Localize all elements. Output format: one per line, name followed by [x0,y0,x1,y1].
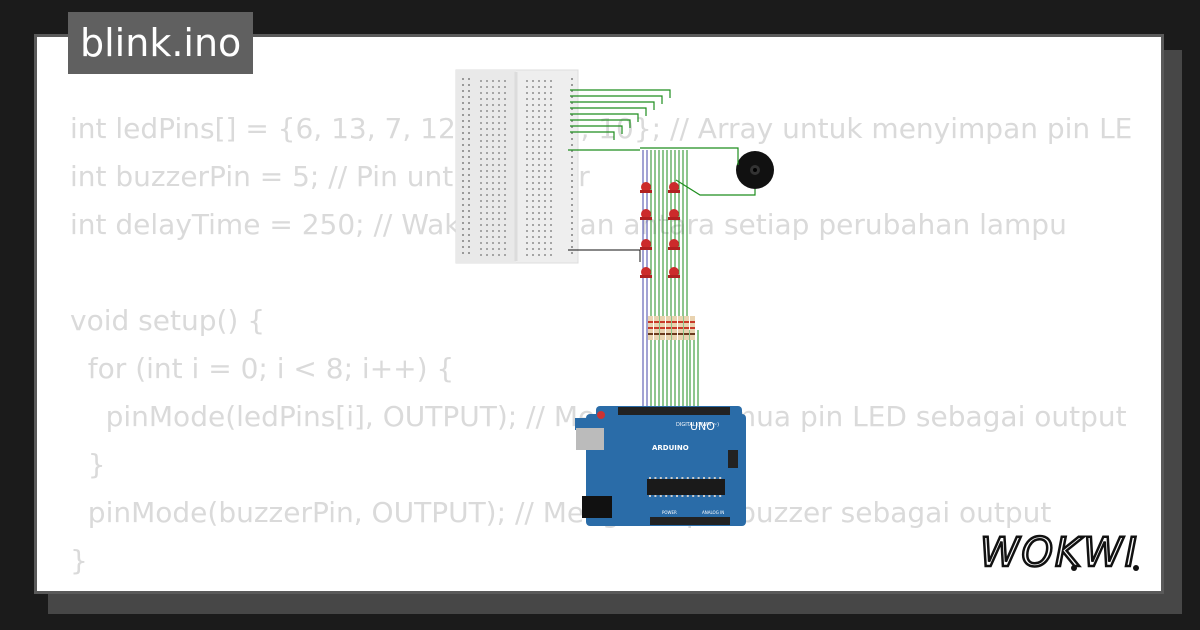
led [669,182,679,192]
wires [568,89,756,410]
code-line: } [70,448,106,481]
code-line: int ledPins[] = {6, 13, 7, 12, 8, 11, 9,… [70,112,1135,145]
led [641,267,651,277]
reset-button [597,411,605,419]
power-label: POWER [662,510,677,515]
digital-label: DIGITAL (PWM ~) [676,422,719,428]
arduino-uno: UNO ARDUINO DIGITAL (PWM ~) ANALOG IN PO… [575,406,746,526]
usb-port [576,428,604,450]
led [641,239,651,249]
led [641,209,651,219]
buzzer [736,151,774,189]
led [669,209,679,219]
power-jack [582,496,612,518]
code-line: for (int i = 0; i < 8; i++) { [70,352,455,385]
code-line: pinMode(buzzerPin, OUTPUT); // Mengatur … [70,496,1052,529]
resistors [648,316,695,340]
project-title[interactable]: blink.ino [68,12,254,74]
code-line: } [70,544,88,577]
power-header [650,517,730,525]
code-line: void setup() { [70,304,266,337]
wokwi-logo-text: WOKWI [980,530,1139,576]
icsp-header [728,450,738,468]
led [669,239,679,249]
microcontroller-chip [647,479,725,495]
digital-header [618,407,730,415]
led [641,182,651,192]
board-brand: ARDUINO [652,444,689,452]
breadboard-holes [462,78,573,256]
project-card[interactable]: int ledPins[] = {6, 13, 7, 12, 8, 11, 9,… [34,34,1164,594]
board-model: UNO [690,420,715,433]
led [669,267,679,277]
leds [640,182,680,278]
wokwi-logo[interactable]: WOKWI [978,528,1153,578]
analog-label: ANALOG IN [702,510,724,515]
breadboard [455,69,579,264]
